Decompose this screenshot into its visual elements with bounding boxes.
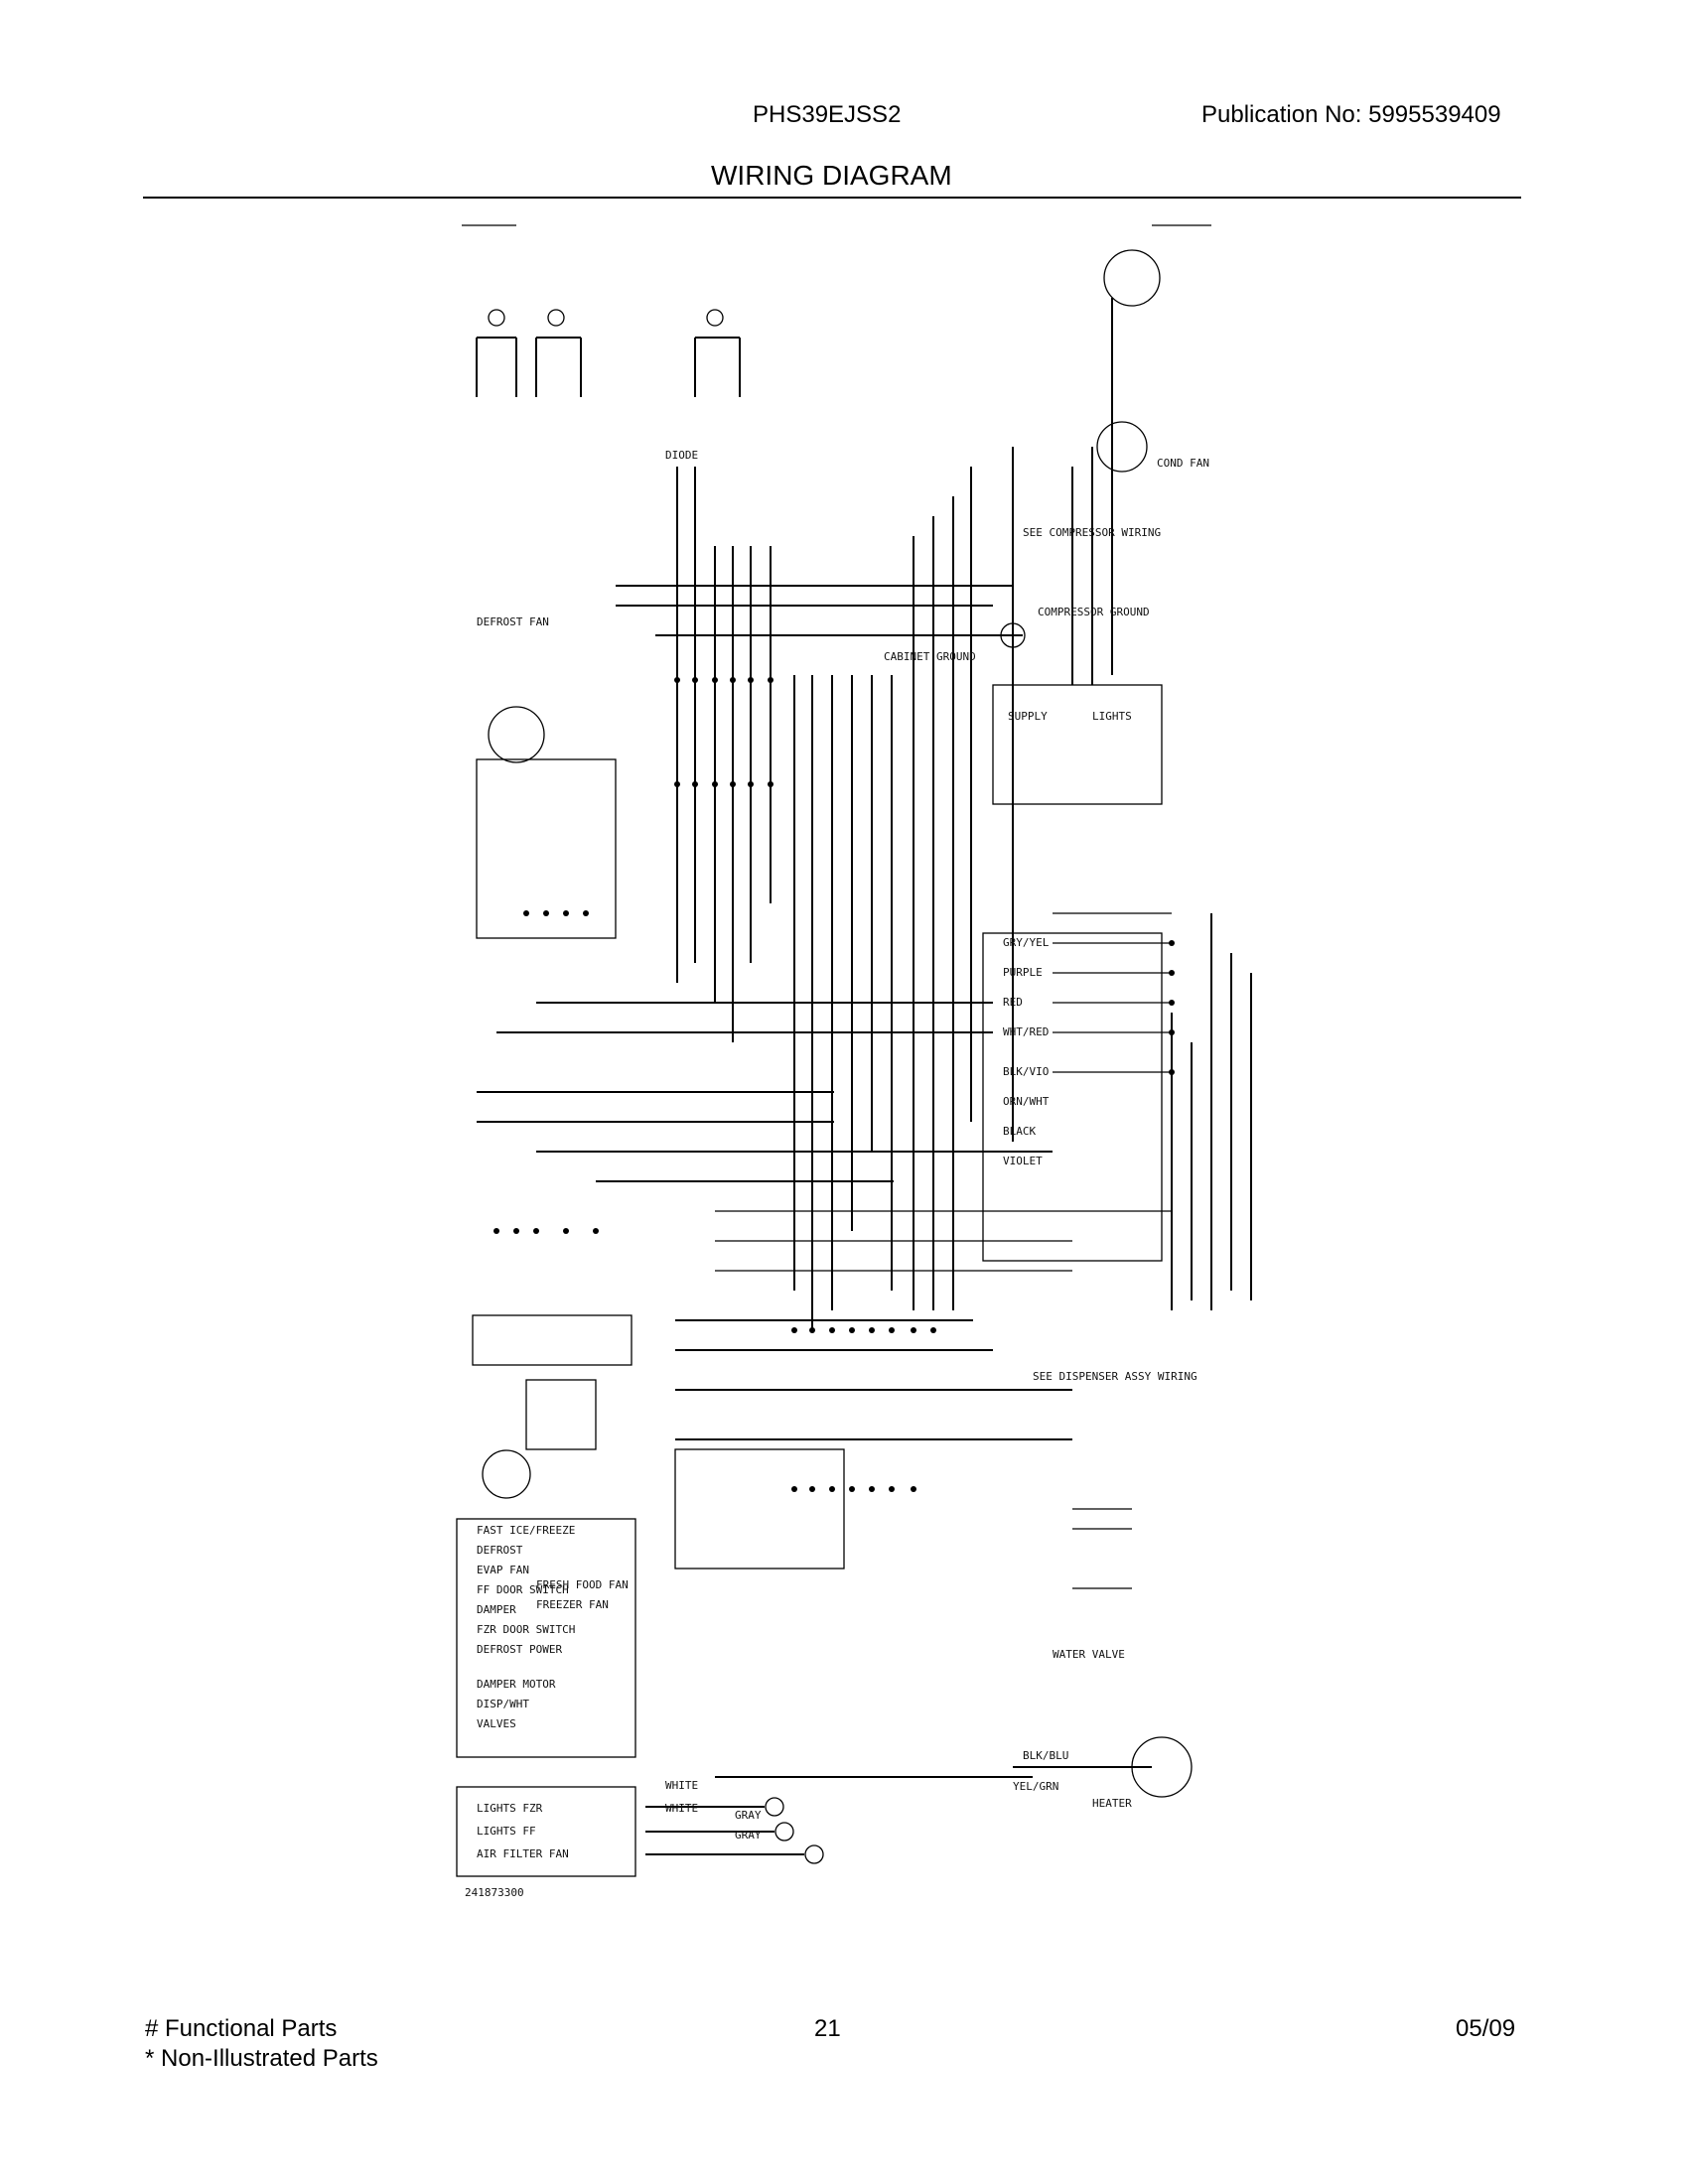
defrost-fan-label: DEFROST FAN [477, 615, 549, 628]
wire-label-white-1: WHITE [665, 1779, 698, 1792]
lights-label: LIGHTS [1092, 710, 1132, 723]
water-valve-label: WATER VALVE [1053, 1648, 1125, 1661]
legend-item-3: FF DOOR SWITCH [477, 1583, 569, 1596]
bottom-legend-0: LIGHTS FZR [477, 1802, 543, 1815]
publication-number: Publication No: 5995539409 [1201, 103, 1501, 127]
header-rule [143, 197, 1521, 199]
diagram-labels: DIODE SEE COMPRESSOR WIRING DEFROST FAN … [465, 449, 1209, 1899]
supply-label: SUPPLY [1008, 710, 1048, 723]
compressor-ground-label: COMPRESSOR GROUND [1038, 606, 1150, 618]
freezer-fan-label: FREEZER FAN [536, 1598, 609, 1611]
wire-label-black: BLACK [1003, 1125, 1036, 1138]
wire-label-blk-blu: BLK/BLU [1023, 1749, 1068, 1762]
legend-item-6: DEFROST POWER [477, 1643, 562, 1656]
wire-label-gray-1: GRAY [735, 1809, 762, 1822]
legend-item-2: EVAP FAN [477, 1564, 529, 1576]
see-compressor-wiring-label: SEE COMPRESSOR WIRING [1023, 526, 1161, 539]
wire-label-violet: VIOLET [1003, 1155, 1043, 1167]
ff-fan-label: FRESH FOOD FAN [536, 1578, 629, 1591]
page-title: WIRING DIAGRAM [711, 160, 952, 191]
wire-label-yel-grn: YEL/GRN [1013, 1780, 1058, 1793]
dispenser-wiring-label: SEE DISPENSER ASSY WIRING [1033, 1370, 1197, 1383]
legend-item-8: DISP/WHT [477, 1698, 529, 1710]
wire-label-gray-2: GRAY [735, 1829, 762, 1842]
heater-label: HEATER [1092, 1797, 1132, 1810]
legend-item-7: DAMPER MOTOR [477, 1678, 556, 1691]
bottom-legend-1: LIGHTS FF [477, 1825, 536, 1838]
wire-label-red: RED [1003, 996, 1023, 1009]
publication-label: Publication No: [1201, 101, 1362, 128]
wire-label-wht-red: WHT/RED [1003, 1025, 1049, 1038]
diode-label: DIODE [665, 449, 698, 462]
legend-item-1: DEFROST [477, 1544, 523, 1557]
legend-item-5: FZR DOOR SWITCH [477, 1623, 575, 1636]
wire-label-white-2: WHITE [665, 1802, 698, 1815]
publication-date: 05/09 [1456, 2015, 1516, 2042]
non-illustrated-parts-note: * Non-Illustrated Parts [145, 2045, 378, 2072]
publication-value: 5995539409 [1368, 101, 1501, 128]
cabinet-ground-label: CABINET GROUND [884, 650, 976, 663]
functional-parts-note: # Functional Parts [145, 2015, 338, 2042]
schematic-wires [456, 224, 1252, 1877]
legend-item-9: VALVES [477, 1717, 516, 1730]
bottom-legend-2: AIR FILTER FAN [477, 1847, 569, 1860]
legend-item-0: FAST ICE/FREEZE [477, 1524, 575, 1537]
wire-label-purple: PURPLE [1003, 966, 1043, 979]
legend-item-4: DAMPER [477, 1603, 516, 1616]
model-number: PHS39EJSS2 [753, 101, 902, 128]
wire-label-orn-wht: ORN/WHT [1003, 1095, 1050, 1108]
wiring-diagram: DIODE SEE COMPRESSOR WIRING DEFROST FAN … [456, 224, 1252, 1899]
wire-label-blk-vio: BLK/VIO [1003, 1065, 1049, 1078]
drawing-number: 241873300 [465, 1886, 524, 1899]
wire-label-gry-yel: GRY/YEL [1003, 936, 1050, 949]
page-number: 21 [814, 2015, 841, 2042]
cond-fan-label: COND FAN [1157, 457, 1209, 470]
